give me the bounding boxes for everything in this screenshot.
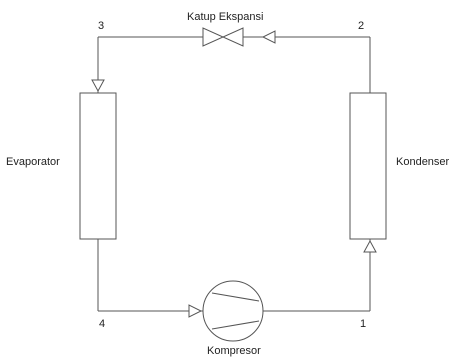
point-1-label: 1 <box>360 318 367 330</box>
condenser-box <box>349 92 387 240</box>
flow-arrow-bottom-icon <box>188 304 203 318</box>
evaporator-box <box>79 92 117 240</box>
flow-arrow-left-icon <box>91 79 105 93</box>
point-3-label: 3 <box>98 20 105 32</box>
point-4-label: 4 <box>99 318 106 330</box>
flow-arrow-right-icon <box>363 239 377 253</box>
bowtie-valve-icon <box>202 27 244 47</box>
point-2-label: 2 <box>358 20 365 32</box>
compressor-label: Kompresor <box>207 345 261 357</box>
condenser-label: Kondenser <box>396 156 450 168</box>
evaporator-label: Evaporator <box>6 156 60 168</box>
expansion-valve-label: Katup Ekspansi <box>187 11 264 23</box>
compressor-circle-icon <box>202 280 264 342</box>
flow-arrow-top-icon <box>261 30 276 44</box>
